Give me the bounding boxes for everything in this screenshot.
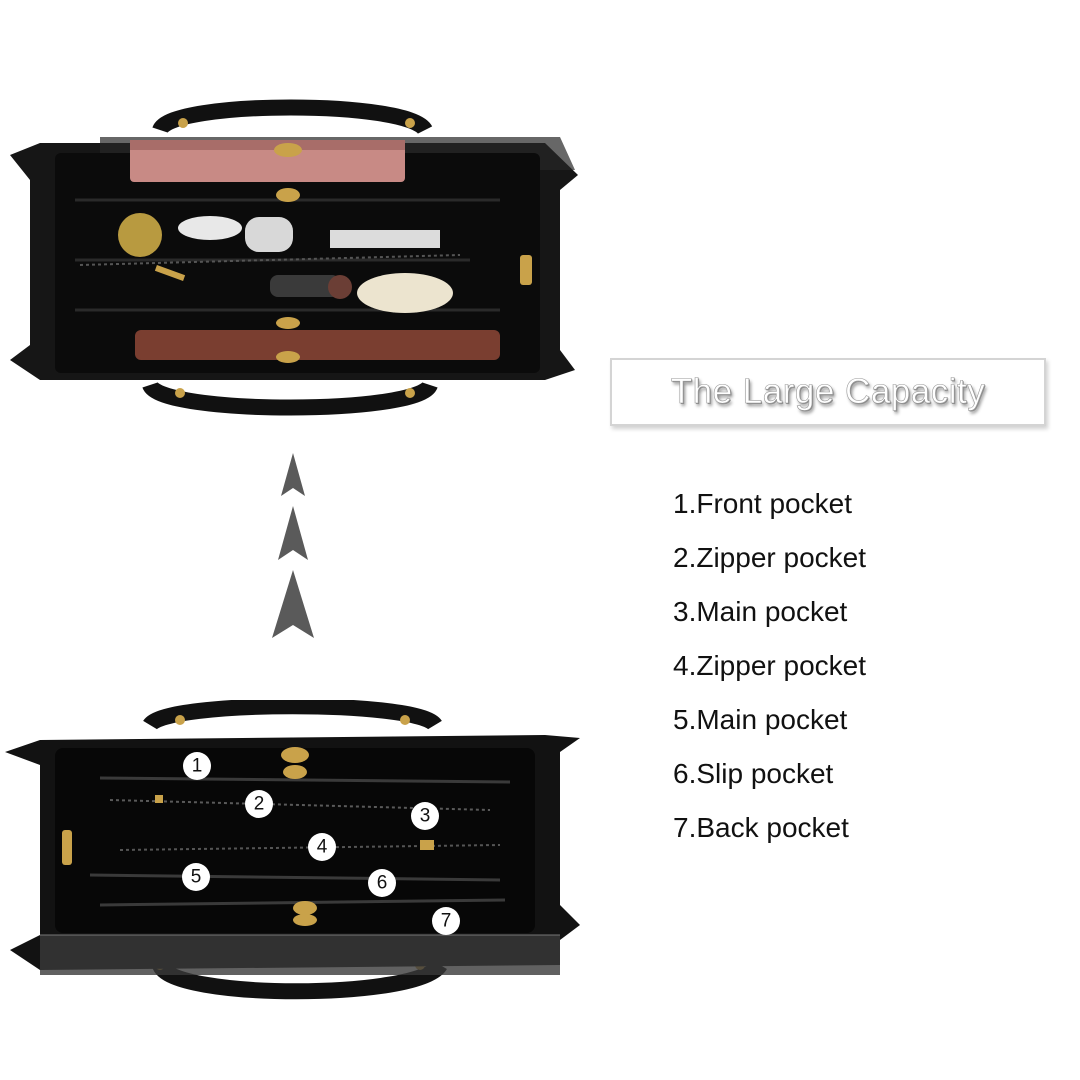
pink-folder — [130, 140, 405, 182]
callout-3: 3 — [411, 802, 439, 830]
svg-text:7: 7 — [441, 911, 452, 932]
handle-bottom — [142, 379, 438, 416]
brown-wallet — [135, 330, 500, 360]
pocket-list: 1.Front pocket 2.Zipper pocket 3.Main po… — [673, 482, 866, 860]
svg-text:6: 6 — [377, 873, 388, 894]
callout-7: 7 — [432, 907, 460, 935]
bag-top-view-image — [10, 99, 578, 416]
svg-text:5: 5 — [191, 867, 202, 888]
svg-text:2: 2 — [254, 794, 265, 815]
svg-text:1: 1 — [192, 756, 203, 777]
callout-1: 1 — [183, 752, 211, 780]
pocket-item-zipper: 2.Zipper pocket — [673, 542, 866, 573]
callout-6: 6 — [368, 869, 396, 897]
arrow-large-icon — [272, 570, 314, 638]
silver-case — [245, 217, 293, 252]
banner-title: The Large Capacity — [670, 372, 986, 412]
pocket-item-front: 1.Front pocket — [673, 488, 852, 519]
phone — [330, 230, 440, 248]
callout-5: 5 — [182, 863, 210, 891]
pocket-item-zipper-2: 4.Zipper pocket — [673, 650, 866, 681]
arrow-medium-icon — [278, 506, 308, 560]
handle-top — [152, 99, 433, 136]
callout-4: 4 — [308, 833, 336, 861]
cream-pouch — [357, 273, 453, 313]
pocket-item-back: 7.Back pocket — [673, 812, 849, 843]
callout-2: 2 — [245, 790, 273, 818]
pocket-item-slip: 6.Slip pocket — [673, 758, 834, 789]
capacity-banner: The Large Capacity — [610, 358, 1046, 426]
pocket-item-main-2: 5.Main pocket — [673, 704, 848, 735]
svg-text:3: 3 — [420, 806, 431, 827]
svg-text:4: 4 — [317, 837, 328, 858]
up-arrows-icon — [272, 453, 314, 638]
gold-compact — [118, 213, 162, 257]
bag-bottom-view-image: 1 2 3 4 5 6 7 — [5, 700, 580, 1000]
arrow-small-icon — [281, 453, 305, 496]
pocket-item-main: 3.Main pocket — [673, 596, 848, 627]
